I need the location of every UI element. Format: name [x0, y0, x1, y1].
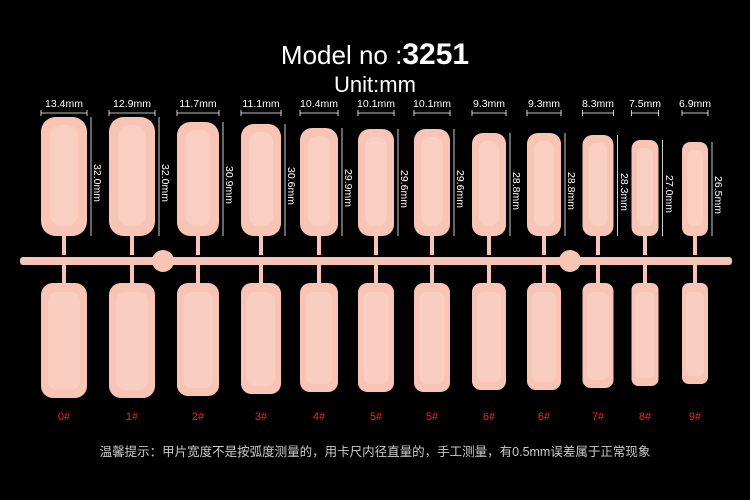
size-label: 0#: [57, 411, 71, 423]
measurement-note: 温馨提示：甲片宽度不是按弧度测量的，用卡尺内径直量的，手工测量，有0.5mm误差…: [99, 445, 651, 459]
lower-nail-stem: [62, 263, 66, 285]
lower-nail-highlight: [419, 292, 445, 384]
width-label: 9.3mm: [472, 98, 506, 110]
lower-nail-highlight: [635, 292, 655, 378]
model-prefix: Model no :: [280, 40, 403, 70]
upper-nail-highlight: [185, 130, 211, 226]
upper-nail-highlight: [50, 125, 78, 226]
lower-nail-stem: [487, 263, 491, 285]
length-label: 29.9mm: [342, 169, 354, 207]
lower-nail-highlight: [47, 292, 81, 390]
lower-nail-stem: [542, 263, 546, 285]
size-label: 5#: [425, 411, 439, 423]
lower-nail-stem: [259, 263, 263, 285]
model-number: 3251: [402, 38, 470, 71]
width-label: 11.7mm: [179, 98, 217, 110]
lower-nail-stem: [130, 263, 134, 285]
length-label: 29.6mm: [398, 169, 410, 208]
width-label: 10.1mm: [357, 98, 395, 110]
upper-nail-stem: [596, 234, 600, 255]
lower-nail-highlight: [532, 292, 556, 382]
size-label: 1#: [125, 411, 139, 423]
width-label: 9.3mm: [527, 98, 561, 110]
size-label: 6#: [482, 411, 496, 423]
width-label: 11.1mm: [242, 98, 280, 110]
lower-nail-highlight: [587, 292, 609, 380]
lower-nail-stem: [693, 263, 697, 285]
upper-nail-highlight: [636, 148, 654, 226]
length-label: 30.6mm: [285, 167, 297, 205]
lower-nail-stem: [643, 263, 647, 285]
lower-nail-stem: [317, 263, 321, 285]
lower-nail-stem: [596, 263, 600, 285]
length-label: 32.0mm: [159, 163, 171, 202]
model-title: Model no :3251: [0, 38, 750, 72]
upper-nail-stem: [643, 234, 647, 255]
upper-nail-highlight: [588, 143, 608, 226]
runner-tab-left: [152, 250, 174, 272]
upper-nail-highlight: [249, 132, 273, 226]
lower-nail-highlight: [363, 292, 389, 384]
length-label: 28.8mm: [510, 171, 522, 210]
width-label: 8.3mm: [581, 98, 615, 110]
length-label: 30.9mm: [223, 166, 235, 204]
width-label: 7.5mm: [628, 98, 662, 110]
lower-nail-highlight: [685, 292, 705, 376]
length-label: 29.6mm: [454, 169, 466, 208]
upper-nail-stem: [317, 234, 321, 255]
upper-nail-highlight: [533, 141, 555, 226]
width-label: 10.4mm: [300, 98, 338, 110]
length-label: 28.3mm: [617, 172, 630, 211]
lower-nail-highlight: [247, 292, 275, 386]
length-label: 26.5mm: [712, 176, 724, 214]
upper-nail-highlight: [307, 136, 331, 226]
runner-tab-right: [559, 250, 581, 272]
width-label: 13.4mm: [45, 98, 83, 110]
upper-nail-stem: [374, 234, 378, 255]
unit-label: Unit:mm: [334, 72, 416, 97]
width-label: 6.9mm: [678, 98, 712, 110]
upper-nail-stem: [130, 234, 134, 255]
length-label: 28.8mm: [565, 171, 577, 210]
upper-nail-stem: [196, 234, 200, 255]
size-label: 8#: [638, 411, 652, 423]
upper-nail-highlight: [687, 150, 703, 226]
size-label: 6#: [537, 411, 551, 423]
length-label: 32.0mm: [91, 163, 103, 202]
upper-nail-stem: [430, 234, 434, 255]
lower-nail-highlight: [183, 292, 213, 388]
upper-nail-highlight: [365, 137, 387, 226]
upper-nail-highlight: [478, 141, 500, 226]
size-label: 3#: [254, 411, 268, 423]
size-label: 7#: [591, 411, 605, 423]
size-label: 9#: [688, 411, 702, 423]
size-label: 4#: [312, 411, 326, 423]
lower-nail-stem: [374, 263, 378, 285]
upper-nail-stem: [487, 234, 491, 255]
lower-nail-stem: [430, 263, 434, 285]
upper-nail-highlight: [118, 125, 146, 226]
width-label: 10.1mm: [413, 98, 451, 110]
length-label: 27.0mm: [662, 175, 675, 213]
width-label: 12.9mm: [113, 98, 151, 110]
size-label: 2#: [191, 411, 205, 423]
upper-nail-stem: [693, 234, 697, 255]
upper-nail-stem: [259, 234, 263, 255]
upper-nail-highlight: [421, 137, 443, 226]
lower-nail-stem: [196, 263, 200, 285]
lower-nail-highlight: [305, 292, 333, 384]
lower-nail-highlight: [115, 292, 149, 390]
size-label: 5#: [369, 411, 383, 423]
upper-nail-stem: [62, 234, 66, 255]
lower-nail-highlight: [477, 292, 501, 382]
upper-nail-stem: [542, 234, 546, 255]
